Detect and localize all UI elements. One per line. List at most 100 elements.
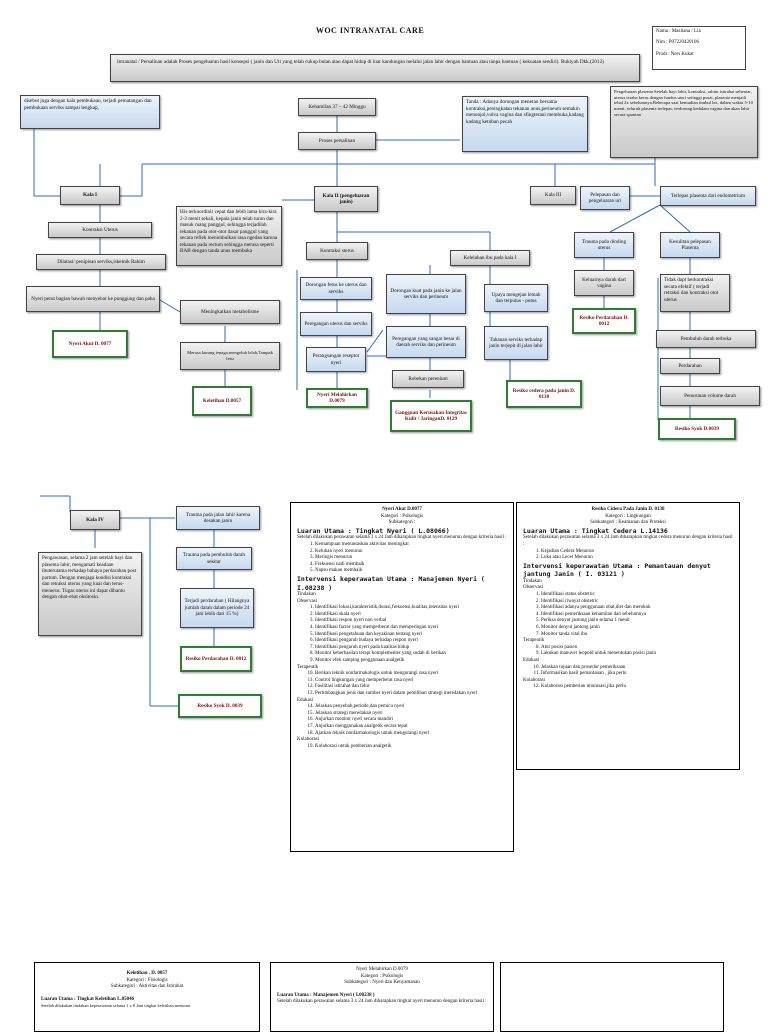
upaya-text: Upaya mengejan lemah dan terputus - putu… <box>491 291 541 305</box>
doc-cedera-luaran: Luaran Utama : Tingkat Cedera L.14136 <box>523 526 668 535</box>
list-item: Identifikasi status obstetric <box>541 592 733 599</box>
list-item: Identifikasi factor yang memperberat dan… <box>315 625 507 632</box>
doc-nyeri-observasi: Observasi <box>297 598 317 604</box>
merasa-box: Merasa kurang tenaga,mengeluh lelah,Tamp… <box>180 342 280 370</box>
penurunan-box: Penurunan volume darah <box>660 386 760 406</box>
definition-text: Intranatal / Persalinan adalah Proses pe… <box>117 59 604 65</box>
peregangan-besar-box: Peregangan yang sangat besar di daerah s… <box>386 326 466 358</box>
list-item: Informasikan hasil pemantauan , jika per… <box>541 671 733 678</box>
risiko-syok-text-1: Resiko Syok D.0039 <box>675 425 719 432</box>
keletihan-text: Keletihan D.0057 <box>202 397 242 404</box>
kontraksi-sterus-text: Kontraksi sterus <box>320 247 354 254</box>
doc-melahirkan-kategori: Kategori : Psikologis <box>360 973 404 979</box>
list-item: Monitor denyut jantung janin <box>541 625 733 632</box>
doc-cedera-luaran-text: Setelah dilakukan perawatan selama 3 x 2… <box>523 535 733 547</box>
list-item: Ajarkan teknik nonfarmakologis untuk men… <box>315 731 507 738</box>
list-item: Control lingkungan yang memperberat rasa… <box>315 678 507 685</box>
page-title: WOC INTRANATAL CARE <box>315 26 425 35</box>
his-text: His terkoordinir cepat dan lebih lama ki… <box>180 209 278 254</box>
doc-cedera-observasi: Observasi <box>523 585 543 591</box>
trauma-pembuluh-text: Trauma pada pembuluh darah sekitar <box>183 552 245 565</box>
nyeri-akut-text: Nyeri Akut D. 0077 <box>68 340 112 347</box>
student-nim: Nim : P07220420106 <box>656 40 700 46</box>
proses-persalinan-box: Proses persalinan <box>298 132 376 150</box>
list-item: Fasilitasi istirahat dan tidur <box>315 684 507 691</box>
nyeri-melahirkan-diagnosis: Nyeri Melahirkan D.0079 <box>306 388 368 408</box>
list-item: Identifikasi skala nyeri <box>315 612 507 619</box>
dorongan-kuat-box: Dorongan kuat pada janin ke jalan servik… <box>386 274 466 314</box>
student-info: Nama : Masliana / Lia Nim : P07220420106… <box>652 26 746 70</box>
peregangan-uterus-text: Peregangan uterus dan serviks <box>304 320 368 327</box>
doc-cedera-title: Resiko Cidera Pada Janin D. 0138 <box>591 507 665 512</box>
perangsangan-box: Perangsangan reseptor nyeri <box>306 347 366 372</box>
list-item: Identifikasi respon nyeri non verbal <box>315 618 507 625</box>
list-item: Pertimbangkan jenis dan sumber nyeri dal… <box>315 691 507 698</box>
terlepas-box: Terlepas plasenta dari endometrium <box>660 186 756 206</box>
dorongan-fetus-text: Dorongan fetus ke uterus dan serviks <box>305 282 367 295</box>
doc-nyeri-kolaborasi: Kolaborasi <box>297 737 319 743</box>
penurunan-text: Penurunan volume darah <box>684 392 736 399</box>
doc-nyeri-tindakan: Tindakan <box>297 592 316 598</box>
nyeri-akut-care-plan: Nyeri Akut D.0077 Kategori : Psikologis … <box>290 502 514 852</box>
proses-persalinan-text: Proses persalinan <box>318 137 356 144</box>
risiko-syok-diagnosis-1: Resiko Syok D.0039 <box>658 418 736 440</box>
doc-melahirkan-luaran-text: Setelah dilakukan perawatan selama 3 x 2… <box>277 999 487 1005</box>
doc-nyeri-terapeutik: Terapeutik <box>297 664 319 670</box>
list-item: Periksa denyut jantung janin selama 1 me… <box>541 618 733 625</box>
list-item: Jelaskan strategi meredakan nyeri <box>315 711 507 718</box>
list-item: Napsu makan membaik <box>315 568 507 575</box>
kontraksi-uterus-text: Kontraksi Uterus <box>82 226 118 233</box>
doc-melahirkan-title: Nyeri Melahirkan D.0079 <box>356 967 408 972</box>
doc-cedera-subkategori: Subkategori : Keamanan dan Proteksi <box>590 520 666 526</box>
kontraksi-sterus-box: Kontraksi sterus <box>306 242 368 260</box>
list-item: Jelaskan penyebab,periode,dan pemicu nye… <box>315 704 507 711</box>
kelelahan-text: Kelelahan ibu pada kala I <box>463 254 517 261</box>
tidak-dapat-text: Tidak dapt berkontraksi secara efektif (… <box>664 277 719 303</box>
doc-cedera-terapeutik-list: Atur posisi pasienLakukan manuver leopol… <box>523 645 733 658</box>
doc-cedera-kolaborasi: Kolaborasi <box>523 677 545 683</box>
risiko-perdarahan-text-1: Resiko Perdarahan D. 0012 <box>579 314 629 328</box>
robekan-box: Robekan perenium <box>392 370 464 388</box>
keletihan-diagnosis: Keletihan D.0057 <box>192 386 252 416</box>
nyeri-melahirkan-text: Nyeri Melahirkan D.0079 <box>317 391 357 405</box>
doc-cedera-kolaborasi-list: Kolaborasi pemberian imunisasi,jika perl… <box>523 684 733 691</box>
risiko-perdarahan-text-2: Resiko Perdarahan D. 0012 <box>185 655 247 662</box>
dilatasi-text: Dilatasi/ penipisan serviks,iskemik Rahi… <box>57 258 145 265</box>
doc-nyeri-observasi-list: Identifikasi lokasi,karakteristik,durasi… <box>297 605 507 664</box>
tanda-box: Tanda : Adanya dorongan meneran bersama … <box>462 96 588 152</box>
his-box: His terkoordinir cepat dan lebih lama ki… <box>176 206 282 266</box>
kesulitan-text: Kesulitan pelepasan Plasenta <box>669 238 711 252</box>
nyeri-melahirkan-care-plan: Nyeri Melahirkan D.0079 Kategori : Psiko… <box>270 962 494 1032</box>
doc-keletihan-luaran: Luaran Utama : Tingkat Keletihan L.05046 <box>41 996 135 1002</box>
pembuluh-box: Pembuluh darah terbuka <box>656 330 756 348</box>
list-item: Atur posisi pasien <box>541 645 733 652</box>
trauma-pembuluh-box: Trauma pada pembuluh darah sekitar <box>176 547 252 570</box>
list-item: Frekuensi nadi membaik <box>315 562 507 569</box>
tidak-dapat-box: Tidak dapt berkontraksi secara efektif (… <box>660 274 730 312</box>
nyeri-akut-diagnosis: Nyeri Akut D. 0077 <box>52 330 128 358</box>
keluarnya-darah-box: Keluarnya darah dari vagina <box>574 270 634 296</box>
trauma-jalan-text: Trauma pada jalan lahir karena desakan j… <box>185 511 251 525</box>
kala1-box: Kala I <box>60 186 120 205</box>
perdarahan-text: Perdarahan <box>678 362 702 369</box>
upaya-box: Upaya mengejan lemah dan terputus - putu… <box>484 284 548 312</box>
doc-cedera-edukasi-list: Jelaskan tujuan dan prosedur pemeriksaan… <box>523 665 733 678</box>
list-item: Identifikasi lokasi,karakteristik,durasi… <box>315 605 507 612</box>
robekan-text: Robekan perenium <box>408 375 448 382</box>
metabolisme-text: Meningkatkan metabolisme <box>201 308 259 315</box>
trauma-dinding-text: Trauma pada dinding uterus <box>581 238 627 252</box>
kehamilan-box: Kehamilan 37 – 42 Minggu <box>298 98 376 116</box>
perangsangan-text: Perangsangan reseptor nyeri <box>312 353 360 366</box>
terlepas-text: Terlepas plasenta dari endometrium <box>670 192 746 199</box>
list-item: Identifikasi riwayat obstetric <box>541 599 733 606</box>
kala4-description-text: Pengawasan, selama 2 jam setelah bayi da… <box>42 555 137 600</box>
doc-keletihan-kategori: Kategori : Fisiologis <box>126 977 168 983</box>
list-item: Monitor efek samping penggunaan analgeti… <box>315 658 507 665</box>
pelepasan-text: Pelepasan dan pengeluaran uri <box>588 191 622 205</box>
kala1-description: disebut juga dengan kala pembukaan, terj… <box>20 95 160 129</box>
doc-cedera-kategori: Kategori : Lingkungan <box>605 513 651 519</box>
list-item: Identifikasi pengaruh budaya terhadap re… <box>315 638 507 645</box>
doc-nyeri-kategori: Kategori : Psikologis <box>380 513 424 519</box>
doc-cedera-intervensi: Intervensi keperawatan Utama : Pemantaua… <box>523 561 711 579</box>
